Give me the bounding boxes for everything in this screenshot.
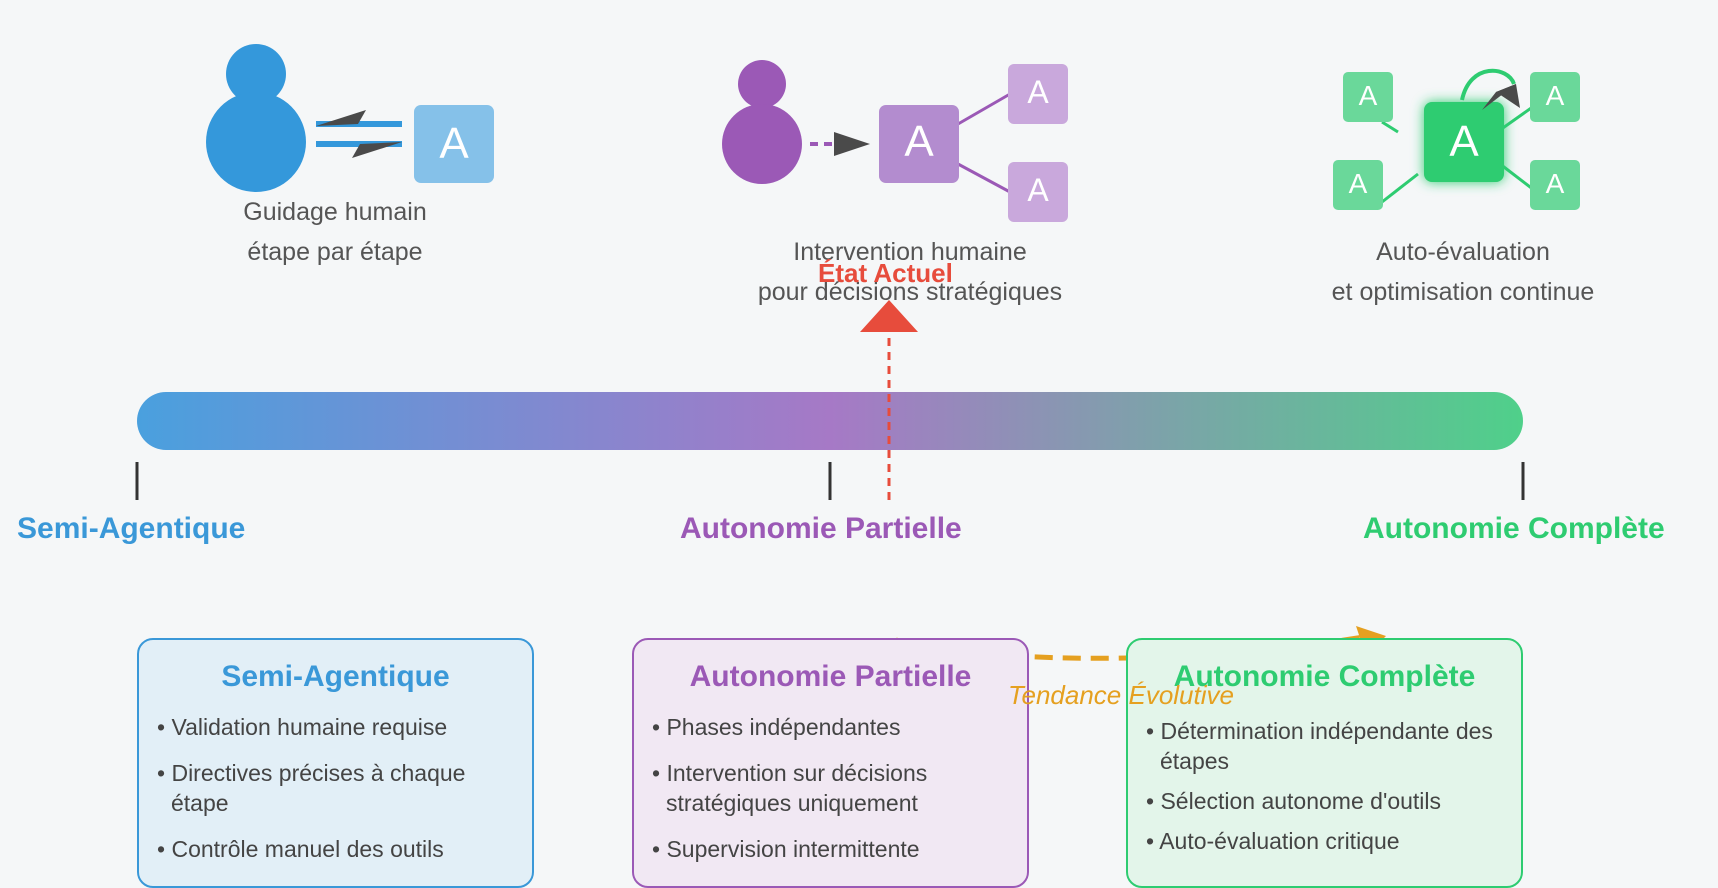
bidirectional-arrow-icon [316,110,366,126]
current-state-label: État Actuel [818,258,953,288]
level-label-partial: Autonomie Partielle [680,512,962,545]
list-item: Auto-évaluation critique [1146,826,1511,856]
diagram-graphics: A A A A A A A [135,44,1580,661]
caption-line: Auto-évaluation [1376,238,1550,266]
mode-caption-semi: Guidage humain étape par étape [175,192,495,272]
human-head-icon [738,60,786,108]
sub-agent-box-icon [1343,72,1393,122]
human-body-icon [206,92,306,192]
arrow-icon [834,132,870,156]
card-title: Autonomie Complète [1173,660,1476,693]
mode-caption-full: Auto-évaluation et optimisation continue [1293,232,1633,312]
svg-text:A: A [1027,74,1049,110]
autonomy-diagram: A A A A A A A [0,0,1718,868]
autonomy-spectrum-bar [137,392,1523,450]
card-list: Détermination indépendante des étapes Sé… [1146,716,1511,872]
sub-agent-box-icon [1333,160,1383,210]
trend-label: Tendance Évolutive [1008,680,1234,710]
current-state-arrow-icon [860,300,918,332]
caption-line: Intervention humaine [793,238,1027,266]
sub-agent-box-icon [1008,64,1068,124]
human-body-icon [722,104,802,184]
svg-text:A: A [1449,117,1479,166]
svg-text:A: A [1359,80,1378,111]
level-label-full: Autonomie Complète [1363,512,1665,545]
list-item: Intervention sur décisions stratégiques … [652,758,1017,818]
agent-box-icon [414,105,494,183]
sub-agent-box-icon [1530,72,1580,122]
full-autonomy-illustration: A A A A A [1333,68,1580,210]
card-list: Validation humaine requise Directives pr… [157,712,522,880]
list-item: Phases indépendantes [652,712,1017,742]
caption-line: étape par étape [247,238,423,266]
card-full-autonomy: Autonomie Complète Détermination indépen… [1126,638,1523,888]
card-title: Semi-Agentique [221,660,450,693]
list-item: Validation humaine requise [157,712,522,742]
human-head-icon [226,44,286,104]
list-item: Sélection autonome d'outils [1146,786,1511,816]
card-semi-agentic: Semi-Agentique Validation humaine requis… [137,638,534,888]
mode-caption-partial: Intervention humaine pour décisions stra… [700,232,1120,312]
svg-text:A: A [904,117,934,166]
partial-autonomy-illustration: A A A [722,60,1068,222]
svg-text:A: A [1546,168,1565,199]
list-item: Directives précises à chaque étape [157,758,522,818]
level-label-semi: Semi-Agentique [17,512,246,545]
caption-line: et optimisation continue [1331,278,1595,306]
agent-box-icon [879,105,959,183]
card-partial-autonomy: Autonomie Partielle Phases indépendantes… [632,638,1029,888]
caption-line: pour décisions stratégiques [757,278,1063,306]
agent-box-icon [1424,102,1504,182]
list-item: Contrôle manuel des outils [157,834,522,864]
svg-text:A: A [1546,80,1565,111]
card-title: Autonomie Partielle [689,660,972,693]
sub-agent-box-icon [1530,160,1580,210]
list-item: Détermination indépendante des étapes [1146,716,1511,776]
sub-agent-box-icon [1008,162,1068,222]
svg-text:A: A [1349,168,1368,199]
caption-line: Guidage humain [243,198,427,226]
list-item: Supervision intermittente [652,834,1017,864]
svg-text:A: A [439,119,469,168]
card-list: Phases indépendantes Intervention sur dé… [652,712,1017,880]
svg-text:A: A [1027,172,1049,208]
semi-agentic-illustration: A [206,44,494,192]
self-loop-arrow-icon [1460,68,1516,101]
